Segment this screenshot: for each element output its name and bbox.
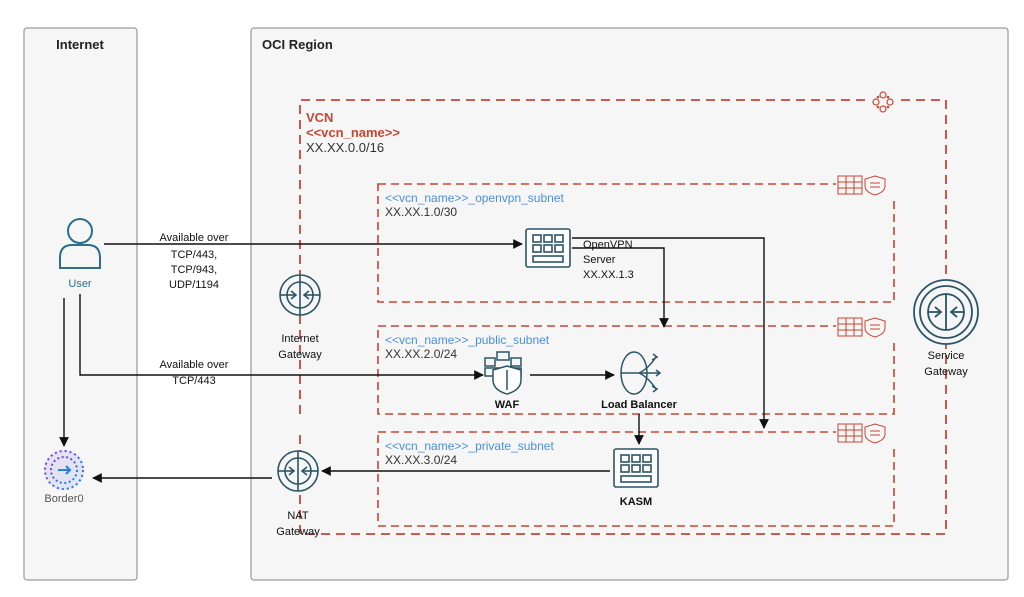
vcn-icon <box>870 90 896 114</box>
nat-gateway-label-1: NAT <box>287 510 308 522</box>
nat-gateway-label-2: Gateway <box>276 526 320 538</box>
vpn-access-line-3: TCP/943, <box>171 264 217 276</box>
kasm-server-icon <box>613 448 659 488</box>
vcn-label-mask <box>298 420 304 434</box>
openvpn-server-icon <box>525 228 571 268</box>
kasm-label: KASM <box>620 496 652 508</box>
openvpn-label-3: XX.XX.1.3 <box>583 269 634 281</box>
security-list-icon <box>864 423 886 444</box>
web-access-line-2: TCP/443 <box>172 375 215 387</box>
public-subnet-cidr: XX.XX.2.0/24 <box>385 347 457 361</box>
openvpn-subnet-cidr: XX.XX.1.0/30 <box>385 205 457 219</box>
private-subnet-cidr: XX.XX.3.0/24 <box>385 453 457 467</box>
vpn-access-line-1: Available over <box>160 232 229 244</box>
oci-region-zone <box>250 27 1009 581</box>
public-subnet-icons <box>836 316 896 338</box>
internet-gateway-icon <box>279 274 321 316</box>
service-gateway-icon <box>913 279 979 345</box>
openvpn-subnet-name: <<vcn_name>>_openvpn_subnet <box>385 191 564 205</box>
openvpn-subnet-icons <box>836 174 896 196</box>
load-balancer-label: Load Balancer <box>601 399 678 411</box>
route-table-icon <box>837 175 863 195</box>
oci-region-label: OCI Region <box>262 37 333 52</box>
border0-logo-icon <box>44 450 84 490</box>
service-gateway-label-2: Gateway <box>924 366 968 378</box>
internet-gateway-label-1: Internet <box>281 333 318 345</box>
web-access-line-1: Available over <box>160 359 229 371</box>
openvpn-to-public-subnet-arrow <box>572 247 669 328</box>
security-list-icon <box>864 317 886 338</box>
route-table-icon <box>837 423 863 443</box>
route-table-icon <box>837 317 863 337</box>
private-subnet-name: <<vcn_name>>_private_subnet <box>385 439 554 453</box>
public-subnet <box>377 325 895 415</box>
service-gateway-label-1: Service <box>928 350 965 362</box>
user-icon <box>59 218 101 269</box>
user-label: User <box>68 278 92 290</box>
vcn-cidr: XX.XX.0.0/16 <box>306 140 384 155</box>
security-list-icon <box>864 175 886 196</box>
internet-zone-label: Internet <box>56 37 104 52</box>
openvpn-to-kasm-arrow <box>572 237 769 429</box>
vcn-name: <<vcn_name>> <box>306 125 400 140</box>
user-to-waf-arrow <box>79 294 484 380</box>
nat-gateway-icon <box>277 450 319 492</box>
connectors <box>59 237 769 483</box>
private-subnet <box>377 431 895 527</box>
openvpn-label-2: Server <box>583 254 616 266</box>
internet-gateway-label-2: Gateway <box>278 349 322 361</box>
private-subnet-icons <box>836 422 896 444</box>
vpn-access-line-2: TCP/443, <box>171 249 217 261</box>
web-access-label: Available over TCP/443 <box>160 359 229 387</box>
openvpn-label-1: OpenVPN <box>583 239 633 251</box>
border0-label: Border0 <box>44 493 83 505</box>
public-subnet-name: <<vcn_name>>_public_subnet <box>385 333 550 347</box>
vcn-title: VCN <box>306 110 333 125</box>
vpn-access-label: Available over TCP/443, TCP/943, UDP/119… <box>160 232 229 291</box>
vpn-access-line-4: UDP/1194 <box>169 279 219 291</box>
waf-label: WAF <box>495 399 520 411</box>
load-balancer-icon <box>620 351 662 395</box>
waf-icon <box>484 351 522 395</box>
openvpn-subnet <box>377 183 895 303</box>
